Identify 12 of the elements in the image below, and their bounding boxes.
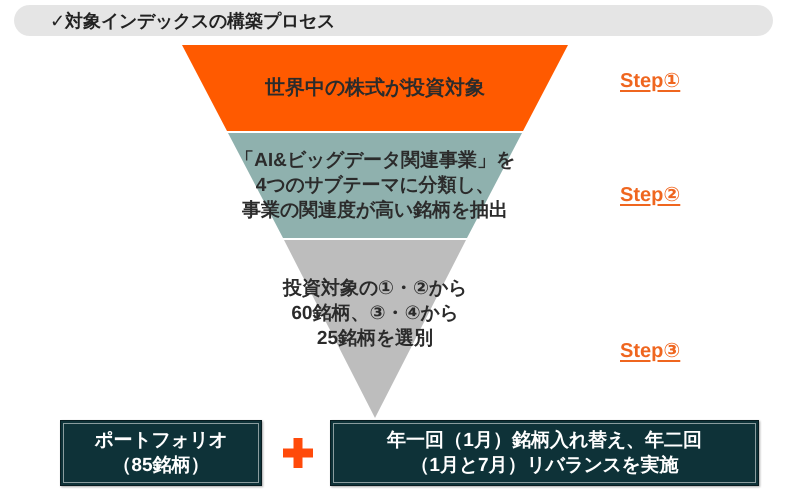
band-text: 投資対象の①・②から60銘柄、③・④から25銘柄を選別 [282, 276, 468, 352]
panel-text: ポートフォリオ（85銘柄） [93, 428, 228, 478]
step-label: Step② [620, 183, 680, 207]
info-panel [330, 420, 759, 486]
info-panel [60, 420, 262, 486]
panel-text: 年一回（1月）銘柄入れ替え、年二回（1月と7月）リバランスを実施 [386, 428, 703, 478]
step-label: Step① [620, 69, 680, 93]
step-label: Step③ [620, 339, 680, 363]
title-text: ✓対象インデックスの構築プロセス [50, 10, 336, 32]
funnel-band [182, 45, 568, 131]
band-text: 世界中の株式が投資対象 [265, 76, 485, 101]
funnel-band [228, 133, 522, 238]
